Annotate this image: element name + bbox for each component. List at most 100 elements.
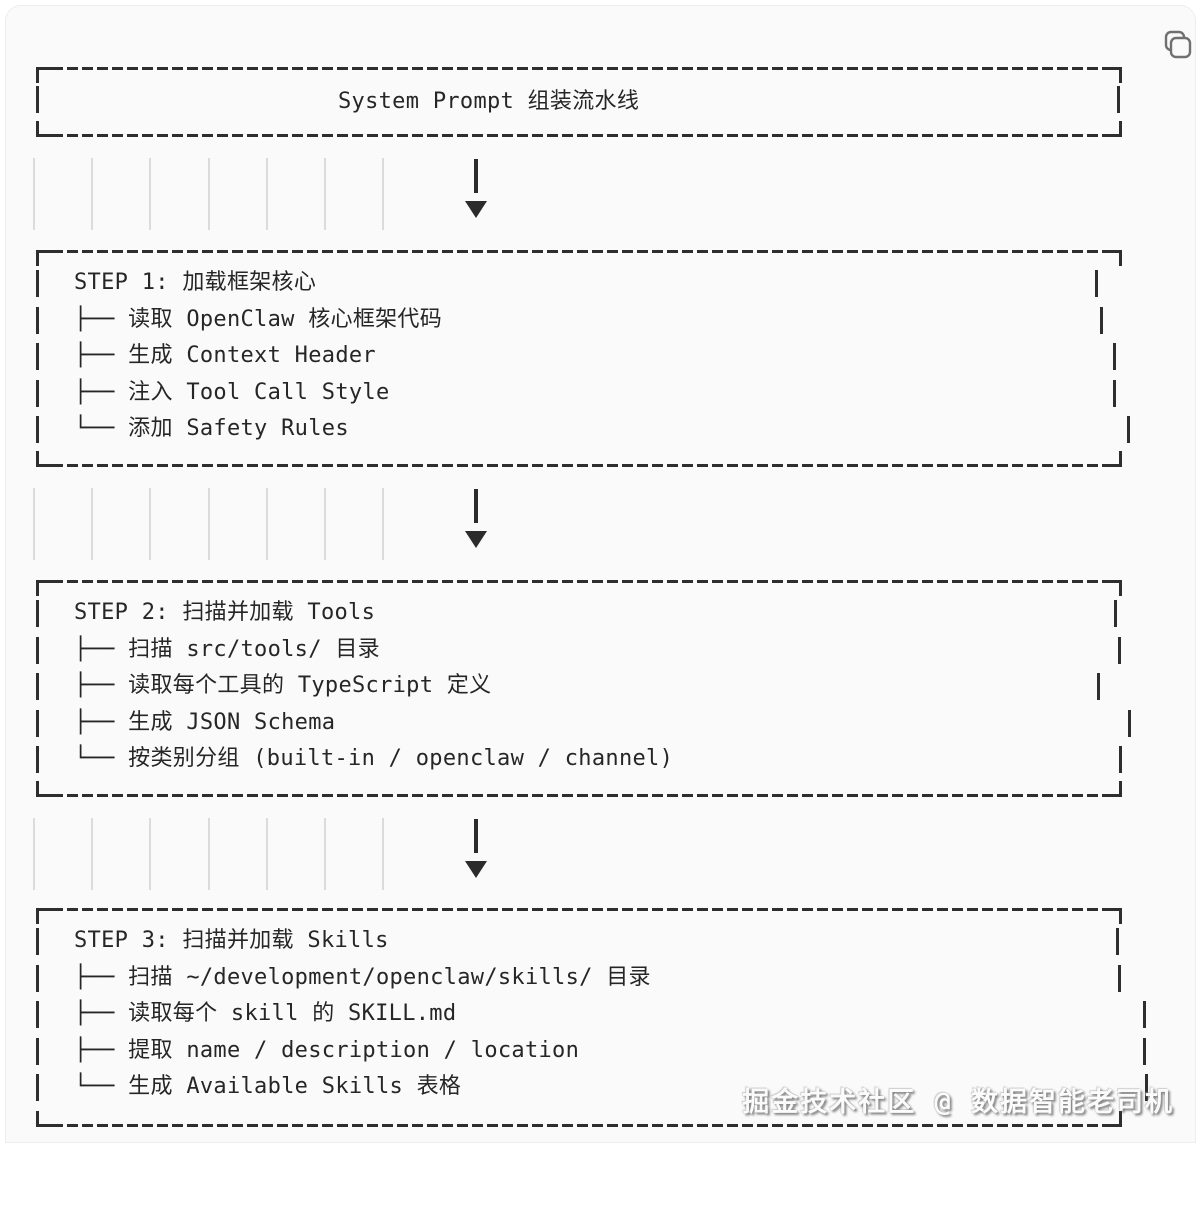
box-edge-dash-right xyxy=(1097,673,1100,701)
box-edge-dash-right xyxy=(1114,600,1117,627)
tree-item: ├── 生成 Context Header xyxy=(36,338,1122,375)
box-corner-bottom-left xyxy=(36,121,54,137)
box-corner-bottom-right xyxy=(1104,781,1122,797)
box-edge-dash-left xyxy=(36,964,39,992)
box-corner-top-left xyxy=(36,580,54,596)
box-border-bottom xyxy=(37,464,1121,467)
tree-item: ├── 注入 Tool Call Style xyxy=(36,375,1122,412)
box-corner-bottom-right xyxy=(1104,451,1122,467)
indent-guide xyxy=(324,488,326,560)
indent-guide xyxy=(149,818,151,890)
box-edge-dash-left xyxy=(36,379,39,407)
indent-guide xyxy=(91,488,93,560)
box-edge-dash-left xyxy=(36,343,39,371)
indent-guide xyxy=(208,488,210,560)
box-edge-dash-left xyxy=(36,86,39,113)
box-edge-dash-left xyxy=(36,306,39,334)
indent-guide xyxy=(91,818,93,890)
tree-item: ├── 读取每个工具的 TypeScript 定义 xyxy=(36,668,1122,705)
indent-guide xyxy=(208,818,210,890)
indent-guide xyxy=(324,158,326,230)
box-corner-top-right xyxy=(1104,580,1122,596)
box-edge-dash-left xyxy=(36,1037,39,1065)
box-edge-dash-right xyxy=(1118,964,1121,992)
box-edge-dash-right xyxy=(1095,270,1098,297)
box-edge-dash-left xyxy=(36,1001,39,1029)
copy-icon xyxy=(1164,30,1192,59)
indent-guide xyxy=(382,488,384,560)
box-corner-top-right xyxy=(1104,67,1122,83)
tree-item: ├── 提取 name / description / location xyxy=(36,1033,1146,1070)
indent-guide xyxy=(382,818,384,890)
arrow-down-icon xyxy=(465,861,487,878)
arrow-shaft xyxy=(474,489,478,523)
box-corner-top-left xyxy=(36,67,54,83)
indent-guide xyxy=(91,158,93,230)
box-edge-dash-right xyxy=(1143,1037,1146,1065)
arrow-down-icon xyxy=(465,201,487,218)
indent-guide xyxy=(149,158,151,230)
box-border-bottom xyxy=(37,1124,1121,1127)
box-corner-bottom-right xyxy=(1104,1111,1122,1127)
box-edge-dash-right xyxy=(1128,709,1131,737)
arrow-shaft xyxy=(474,819,478,853)
step-box-1: STEP 1: 加载框架核心 ├── 读取 OpenClaw 核心框架代码 ├─… xyxy=(36,250,1130,467)
flow-connector xyxy=(0,467,1200,580)
box-edge-dash-right xyxy=(1117,86,1120,113)
box-edge-dash-left xyxy=(36,416,39,444)
box-corner-bottom-left xyxy=(36,781,54,797)
indent-guide xyxy=(266,158,268,230)
box-border-bottom xyxy=(37,794,1121,797)
tree-item: ├── 扫描 src/tools/ 目录 xyxy=(36,632,1122,669)
box-edge-dash-left xyxy=(36,1074,39,1102)
step-title: STEP 2: 扫描并加载 Tools xyxy=(36,595,1122,632)
flow-connector xyxy=(0,797,1200,908)
box-border-top xyxy=(37,908,1121,911)
box-border-top xyxy=(37,580,1121,583)
indent-guide xyxy=(208,158,210,230)
copy-button[interactable] xyxy=(1158,28,1194,64)
indent-guide xyxy=(324,818,326,890)
tree-item: └── 生成 Available Skills 表格 xyxy=(36,1069,1148,1106)
box-border-top xyxy=(37,250,1121,253)
box-edge-dash-right xyxy=(1119,746,1122,774)
step-box-2: STEP 2: 扫描并加载 Tools ├── 扫描 src/tools/ 目录… xyxy=(36,580,1131,797)
box-edge-dash-left xyxy=(36,636,39,664)
indent-guide xyxy=(266,818,268,890)
box-corner-bottom-left xyxy=(36,451,54,467)
watermark: 掘金技术社区 @ 数据智能老司机 xyxy=(742,1087,1174,1118)
indent-guide xyxy=(382,158,384,230)
box-border-bottom xyxy=(37,134,1121,137)
flow-connector xyxy=(0,137,1200,250)
box-edge-dash-left xyxy=(36,746,39,774)
step-title: STEP 3: 扫描并加载 Skills xyxy=(36,923,1122,960)
box-corner-bottom-right xyxy=(1104,121,1122,137)
box-edge-dash-left xyxy=(36,673,39,701)
arrow-shaft xyxy=(474,159,478,193)
indent-guide xyxy=(33,818,35,890)
box-corner-top-left xyxy=(36,250,54,266)
indent-guide xyxy=(266,488,268,560)
box-corner-bottom-left xyxy=(36,1111,54,1127)
box-edge-dash-right xyxy=(1145,1074,1148,1102)
tree-item: ├── 生成 JSON Schema xyxy=(36,705,1131,742)
tree-item: └── 按类别分组 (built-in / openclaw / channel… xyxy=(36,741,1122,778)
tree-item: └── 添加 Safety Rules xyxy=(36,411,1130,448)
box-edge-dash-right xyxy=(1116,928,1119,955)
step-title: STEP 1: 加载框架核心 xyxy=(36,265,1122,302)
box-corner-top-right xyxy=(1104,250,1122,266)
box-edge-dash-right xyxy=(1143,1001,1146,1029)
box-corner-top-right xyxy=(1104,908,1122,924)
indent-guide xyxy=(149,488,151,560)
box-edge-dash-right xyxy=(1118,636,1121,664)
box-edge-dash-right xyxy=(1127,416,1130,444)
tree-item: ├── 读取 OpenClaw 核心框架代码 xyxy=(36,302,1122,339)
box-edge-dash-left xyxy=(36,600,39,627)
pipeline-title-box: System Prompt 组装流水线 xyxy=(36,67,1122,137)
box-edge-dash-right xyxy=(1113,343,1116,371)
pipeline-title: System Prompt 组装流水线 xyxy=(36,67,1122,137)
box-edge-dash-left xyxy=(36,709,39,737)
indent-guide xyxy=(33,488,35,560)
box-corner-top-left xyxy=(36,908,54,924)
tree-item: ├── 扫描 ~/development/openclaw/skills/ 目录 xyxy=(36,960,1122,997)
